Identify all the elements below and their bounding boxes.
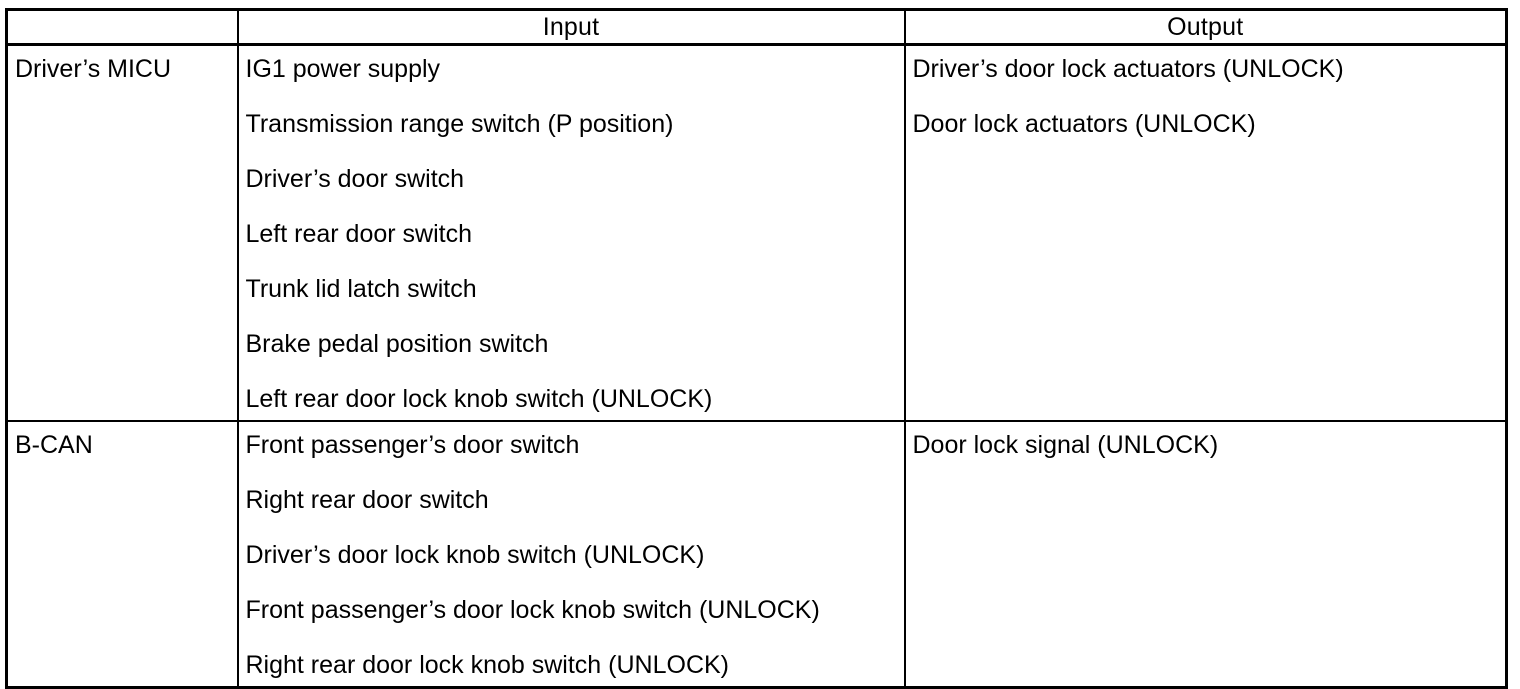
page-canvas: Input Output Driver’s MICU IG1 power su xyxy=(5,8,1508,689)
header-unit-label xyxy=(8,11,237,43)
cell-input-micu: IG1 power supply Transmission range swit… xyxy=(236,43,906,422)
header-input-label: Input xyxy=(542,13,600,41)
list-item: Driver’s door lock knob switch (UNLOCK) xyxy=(245,541,705,569)
input-list-bcan: Front passenger’s door switch Right rear… xyxy=(246,430,904,680)
header-cell-unit xyxy=(5,9,239,46)
output-list-micu: Driver’s door lock actuators (UNLOCK) Do… xyxy=(913,54,1506,139)
input-output-table: Input Output Driver’s MICU IG1 power su xyxy=(5,8,1508,689)
cell-unit-bcan: B-CAN xyxy=(5,420,239,689)
list-item: Right rear door switch xyxy=(245,486,489,514)
table-row: B-CAN Front passenger’s door switch Righ… xyxy=(5,420,1508,689)
list-item: Driver’s door switch xyxy=(245,165,465,193)
list-item: Front passenger’s door switch xyxy=(245,431,580,459)
unit-name-micu: Driver’s MICU xyxy=(15,55,172,83)
input-list-micu: IG1 power supply Transmission range swit… xyxy=(246,54,904,414)
unit-name-bcan: B-CAN xyxy=(15,431,93,459)
list-item: Right rear door lock knob switch (UNLOCK… xyxy=(245,651,730,679)
list-item: Door lock actuators (UNLOCK) xyxy=(912,110,1256,138)
cell-input-bcan: Front passenger’s door switch Right rear… xyxy=(236,420,906,689)
list-item: Trunk lid latch switch xyxy=(245,275,477,303)
list-item: Front passenger’s door lock knob switch … xyxy=(245,596,820,624)
list-item: Left rear door lock knob switch (UNLOCK) xyxy=(245,385,713,413)
list-item: Driver’s door lock actuators (UNLOCK) xyxy=(912,55,1344,83)
list-item: Left rear door switch xyxy=(245,220,473,248)
table-header-row: Input Output xyxy=(5,9,1508,46)
cell-output-bcan: Door lock signal (UNLOCK) xyxy=(903,420,1508,689)
cell-output-micu: Driver’s door lock actuators (UNLOCK) Do… xyxy=(903,43,1508,422)
header-cell-output: Output xyxy=(903,9,1508,46)
list-item: Transmission range switch (P position) xyxy=(245,110,674,138)
header-cell-input: Input xyxy=(236,9,906,46)
list-item: IG1 power supply xyxy=(245,55,441,83)
table-row: Driver’s MICU IG1 power supply Transmiss… xyxy=(5,43,1508,422)
header-output-label: Output xyxy=(1167,13,1244,41)
output-list-bcan: Door lock signal (UNLOCK) xyxy=(913,430,1506,460)
list-item: Door lock signal (UNLOCK) xyxy=(912,431,1219,459)
cell-unit-micu: Driver’s MICU xyxy=(5,43,239,422)
list-item: Brake pedal position switch xyxy=(245,330,549,358)
